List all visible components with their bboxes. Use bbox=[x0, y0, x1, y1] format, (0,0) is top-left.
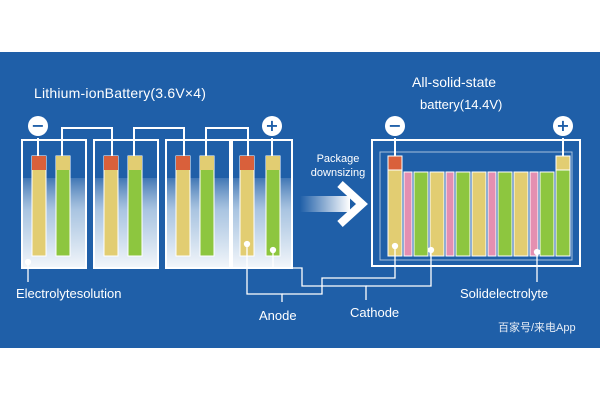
svg-text:−: − bbox=[388, 116, 401, 135]
liion-cell-4 bbox=[231, 139, 293, 269]
cathode-plate bbox=[127, 155, 143, 257]
svg-text:−: − bbox=[31, 116, 44, 135]
liion-positive-terminal: + bbox=[262, 116, 282, 136]
package-downsizing-arrow bbox=[300, 181, 368, 227]
watermark: 百家号/来电App bbox=[498, 322, 576, 334]
anode-tab bbox=[240, 156, 254, 170]
liion-negative-terminal: − bbox=[28, 116, 48, 136]
anode-plate bbox=[31, 155, 47, 257]
package-label-line1: Package bbox=[316, 153, 360, 165]
anode-tab bbox=[176, 156, 190, 170]
solid-negative-terminal: − bbox=[385, 116, 405, 136]
cathode-plate bbox=[55, 155, 71, 257]
cathode-plate bbox=[265, 155, 281, 257]
electrolyte-solution-label: Electrolytesolution bbox=[16, 286, 122, 301]
leader-lines bbox=[24, 240, 541, 302]
lithium-ion-title: Lithium-ionBattery(3.6V×4) bbox=[34, 85, 207, 101]
liion-cell-3 bbox=[165, 139, 231, 269]
package-downsizing-label: Package downsizing bbox=[300, 152, 376, 180]
cathode-tab bbox=[200, 156, 214, 170]
cathode-tab bbox=[266, 156, 280, 170]
svg-text:+: + bbox=[556, 116, 569, 135]
series-connectors bbox=[37, 127, 273, 156]
solid-positive-terminal: + bbox=[553, 116, 573, 136]
lithium-ion-pack: − + bbox=[21, 116, 293, 269]
cathode-plate bbox=[199, 155, 215, 257]
cathode-label: Cathode bbox=[350, 305, 400, 320]
anode-label: Anode bbox=[259, 308, 297, 323]
solid-state-layers bbox=[387, 155, 571, 257]
anode-plate bbox=[175, 155, 191, 257]
cathode-tab bbox=[128, 156, 142, 170]
anode-tab bbox=[104, 156, 118, 170]
solid-state-voltage: battery(14.4V) bbox=[420, 97, 503, 112]
solid-state-pack: − + bbox=[371, 116, 581, 267]
solid-state-title: All-solid-state bbox=[412, 74, 497, 90]
anode-plate bbox=[103, 155, 119, 257]
anode-tab bbox=[32, 156, 46, 170]
svg-text:+: + bbox=[265, 116, 278, 135]
cathode-tab bbox=[56, 156, 70, 170]
solid-electrolyte-label: Solidelectrolyte bbox=[460, 286, 549, 301]
solid-state-casing bbox=[371, 139, 581, 267]
package-label-line2: downsizing bbox=[310, 167, 366, 179]
liion-cell-1 bbox=[21, 139, 87, 269]
liion-cell-2 bbox=[93, 139, 159, 269]
